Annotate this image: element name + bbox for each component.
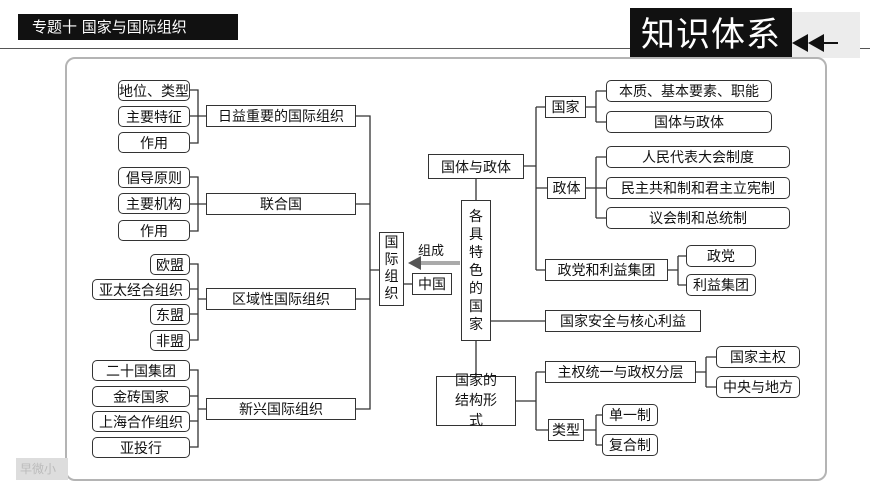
item-eu: 欧盟 xyxy=(150,254,190,275)
node-state: 国家 xyxy=(545,96,586,118)
item-principles: 倡导原则 xyxy=(118,167,190,188)
item-central-local: 中央与地方 xyxy=(716,376,800,398)
item-npc: 人民代表大会制度 xyxy=(606,146,790,168)
node-united-nations: 联合国 xyxy=(206,193,356,215)
item-sco: 上海合作组织 xyxy=(92,411,190,432)
chapter-title-bar: 专题十 国家与国际组织 xyxy=(18,14,238,40)
node-types: 类型 xyxy=(548,419,584,441)
node-polity: 国体与政体 xyxy=(428,154,524,179)
item-au: 非盟 xyxy=(150,330,190,351)
double-left-arrow-icon xyxy=(792,34,838,52)
item-main-features: 主要特征 xyxy=(118,106,190,127)
compose-label: 组成 xyxy=(418,244,445,259)
item-national-sovereignty: 国家主权 xyxy=(716,346,800,368)
header-grey-band xyxy=(792,12,860,58)
item-asean: 东盟 xyxy=(150,304,190,325)
node-parties-groups: 政党和利益集团 xyxy=(545,259,668,281)
item-aiib: 亚投行 xyxy=(92,437,190,458)
item-brics: 金砖国家 xyxy=(92,386,190,407)
node-state-structure: 国家的结构形式 xyxy=(436,373,516,429)
item-republic-monarchy: 民主共和制和君主立宪制 xyxy=(606,177,790,199)
item-function-1: 作用 xyxy=(118,132,190,153)
node-regional-orgs: 区域性国际组织 xyxy=(206,288,356,310)
node-emerging-orgs: 新兴国际组织 xyxy=(206,398,356,420)
node-states: 各具特色的国家 xyxy=(461,200,491,341)
header-divider xyxy=(0,48,870,49)
item-main-organs: 主要机构 xyxy=(118,193,190,214)
node-sovereignty: 主权统一与政权分层 xyxy=(545,361,696,383)
item-political-party: 政党 xyxy=(686,245,756,267)
node-national-security: 国家安全与核心利益 xyxy=(545,310,701,332)
item-function-2: 作用 xyxy=(118,220,190,241)
chapter-title: 专题十 国家与国际组织 xyxy=(32,18,187,36)
item-interest-group: 利益集团 xyxy=(686,274,756,296)
item-nature-elements: 本质、基本要素、职能 xyxy=(606,80,772,102)
item-parliament-president: 议会制和总统制 xyxy=(606,207,790,229)
item-polity: 国体与政体 xyxy=(606,111,772,133)
node-government: 政体 xyxy=(547,177,586,199)
node-china: 中国 xyxy=(412,273,452,295)
item-position-types: 地位、类型 xyxy=(118,80,190,101)
watermark: 早微小 xyxy=(16,458,68,480)
node-intl-orgs: 国际组织 xyxy=(379,232,404,306)
node-important-intl-orgs: 日益重要的国际组织 xyxy=(206,105,356,127)
item-apec: 亚太经合组织 xyxy=(92,279,190,300)
section-title: 知识体系 xyxy=(630,8,792,62)
item-compound: 复合制 xyxy=(602,434,658,456)
item-g20: 二十国集团 xyxy=(92,360,190,381)
item-unitary: 单一制 xyxy=(602,404,658,426)
